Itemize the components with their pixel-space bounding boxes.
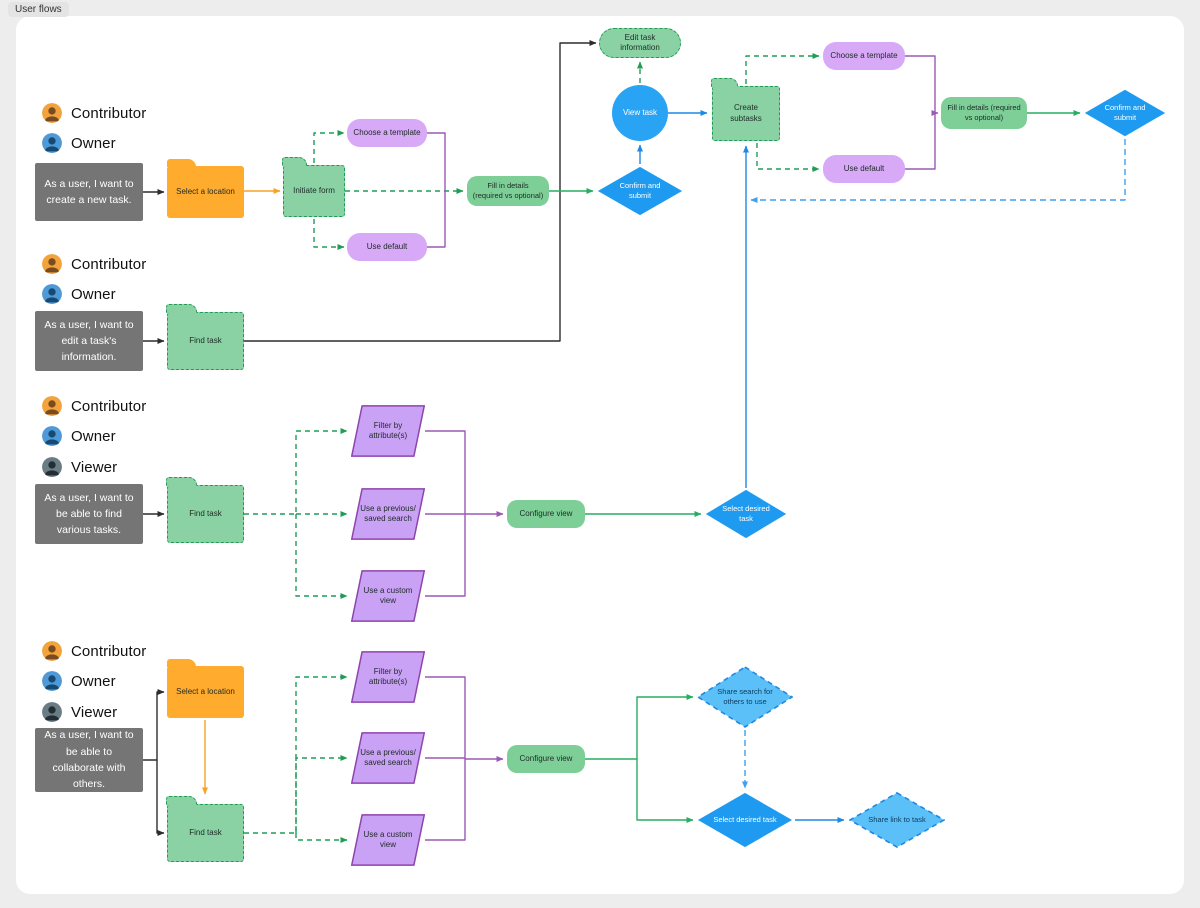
actor-label: Owner	[71, 427, 116, 445]
fill-in-details-node[interactable]: Fill in details (required vs optional)	[467, 176, 549, 206]
contributor-avatar-icon	[42, 103, 62, 123]
custom-view-node[interactable]: Use a custom view	[351, 814, 425, 866]
use-default-node[interactable]: Use default	[347, 233, 427, 261]
fill-in-details-node[interactable]: Fill in details (required vs optional)	[941, 97, 1027, 129]
find-task-node[interactable]: Find task	[166, 796, 244, 862]
find-task-node[interactable]: Find task	[166, 304, 244, 370]
actor-label: Contributor	[71, 104, 147, 122]
actor-row: Owner	[42, 670, 116, 692]
user-story-card[interactable]: As a user, I want to be able to collabor…	[35, 728, 143, 792]
parallelogram-shape	[351, 651, 425, 703]
actor-label: Owner	[71, 134, 116, 152]
share-link-decision[interactable]: Share link to task	[849, 792, 945, 848]
select-location-node[interactable]: Select a location	[167, 159, 244, 218]
create-subtasks-node[interactable]: Create subtasks	[711, 78, 780, 141]
actor-row: Viewer	[42, 701, 117, 723]
choose-template-node[interactable]: Choose a template	[347, 119, 427, 147]
configure-view-node[interactable]: Configure view	[507, 745, 585, 773]
custom-view-node[interactable]: Use a custom view	[351, 570, 425, 622]
user-story-card[interactable]: As a user, I want to edit a task's infor…	[35, 311, 143, 371]
actor-label: Owner	[71, 285, 116, 303]
actor-label: Contributor	[71, 255, 147, 273]
find-task-node[interactable]: Find task	[166, 477, 244, 543]
parallelogram-shape	[351, 570, 425, 622]
saved-search-node[interactable]: Use a previous/ saved search	[351, 732, 425, 784]
select-desired-task-decision[interactable]: Select desired task	[705, 489, 787, 539]
view-task-node[interactable]: View task	[612, 85, 668, 141]
filter-by-attribute-node[interactable]: Filter by attribute(s)	[351, 651, 425, 703]
viewer-avatar-icon	[42, 457, 62, 477]
filter-by-attribute-node[interactable]: Filter by attribute(s)	[351, 405, 425, 457]
use-default-node[interactable]: Use default	[823, 155, 905, 183]
parallelogram-shape	[351, 405, 425, 457]
viewer-avatar-icon	[42, 702, 62, 722]
user-story-card[interactable]: As a user, I want to create a new task.	[35, 163, 143, 221]
owner-avatar-icon	[42, 133, 62, 153]
actor-row: Contributor	[42, 395, 146, 417]
actor-row: Contributor	[42, 253, 146, 275]
share-search-decision[interactable]: Share search for others to use	[697, 666, 793, 728]
actor-row: Contributor	[42, 640, 146, 662]
diamond-dashed-shape	[849, 792, 945, 848]
diamond-dashed-shape	[697, 666, 793, 728]
parallelogram-shape	[351, 814, 425, 866]
whiteboard-canvas	[16, 16, 1184, 894]
actor-label: Contributor	[71, 642, 147, 660]
parallelogram-shape	[351, 488, 425, 540]
diamond-shape	[705, 489, 787, 539]
parallelogram-shape	[351, 732, 425, 784]
confirm-submit-decision[interactable]: Confirm and submit	[1084, 89, 1166, 137]
actor-row: Owner	[42, 283, 116, 305]
select-desired-task-decision[interactable]: Select desired task	[697, 792, 793, 848]
actor-label: Owner	[71, 672, 116, 690]
confirm-submit-decision[interactable]: Confirm and submit	[597, 166, 683, 216]
contributor-avatar-icon	[42, 254, 62, 274]
contributor-avatar-icon	[42, 396, 62, 416]
actor-row: Owner	[42, 425, 116, 447]
saved-search-node[interactable]: Use a previous/ saved search	[351, 488, 425, 540]
owner-avatar-icon	[42, 426, 62, 446]
select-location-node[interactable]: Select a location	[167, 659, 244, 718]
choose-template-node[interactable]: Choose a template	[823, 42, 905, 70]
actor-label: Viewer	[71, 458, 118, 476]
actor-label: Viewer	[71, 703, 118, 721]
actor-row: Contributor	[42, 102, 146, 124]
actor-row: Owner	[42, 132, 116, 154]
actor-row: Viewer	[42, 456, 117, 478]
contributor-avatar-icon	[42, 641, 62, 661]
diamond-shape	[1084, 89, 1166, 137]
owner-avatar-icon	[42, 284, 62, 304]
owner-avatar-icon	[42, 671, 62, 691]
section-tag-user-flows[interactable]: User flows	[8, 2, 69, 17]
edit-task-information-node[interactable]: Edit task information	[599, 28, 681, 58]
initiate-form-node[interactable]: Initiate form	[282, 157, 345, 217]
actor-label: Contributor	[71, 397, 147, 415]
diamond-shape	[597, 166, 683, 216]
user-story-card[interactable]: As a user, I want to be able to find var…	[35, 484, 143, 544]
configure-view-node[interactable]: Configure view	[507, 500, 585, 528]
diamond-shape	[697, 792, 793, 848]
